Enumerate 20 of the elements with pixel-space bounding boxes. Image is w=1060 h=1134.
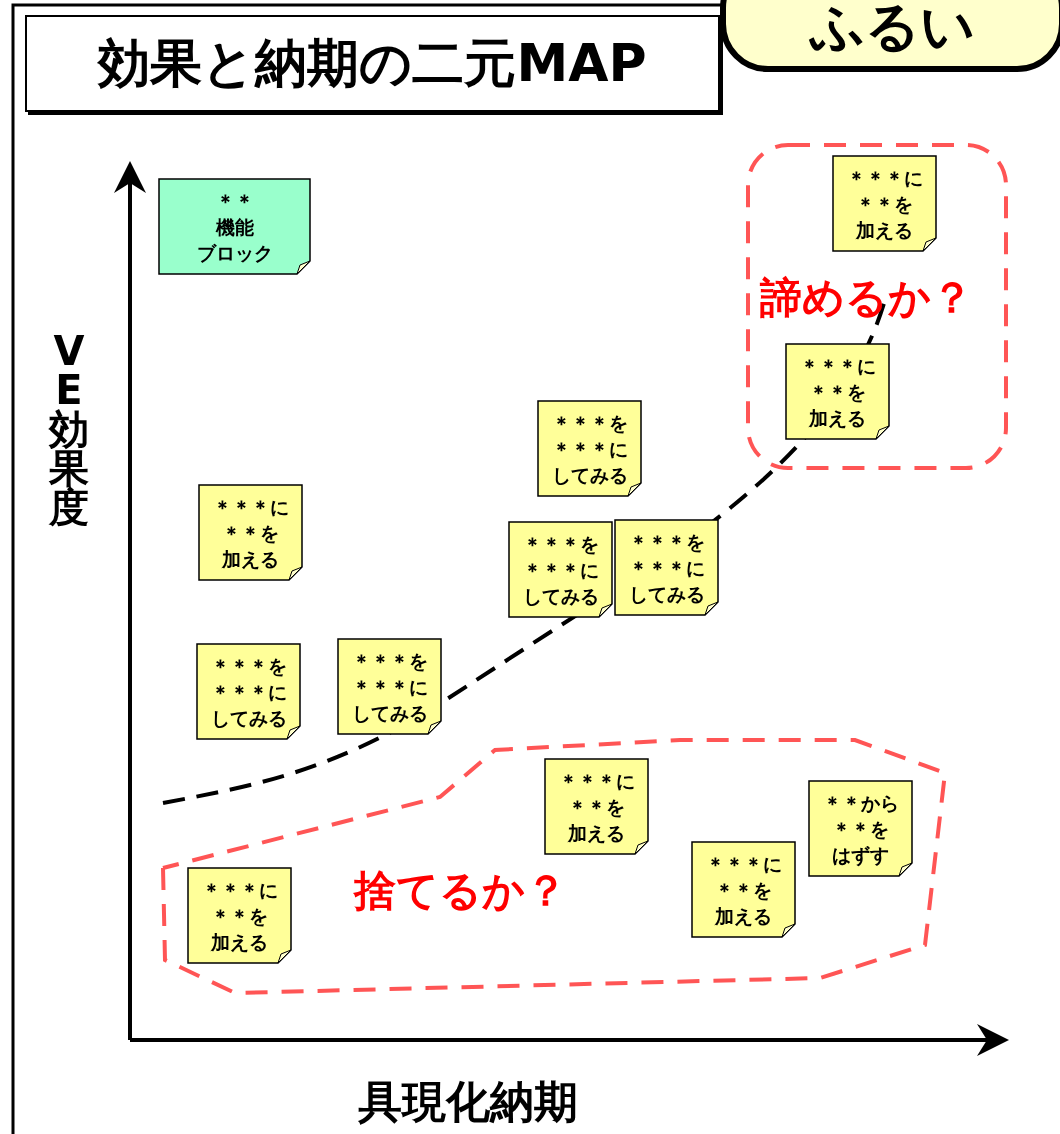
sticky-note: ＊＊＊を＊＊＊にしてみる [337,638,442,735]
sticky-note: ＊＊＊を＊＊＊にしてみる [614,519,719,616]
region-label: 捨てるか？ [354,870,567,912]
sticky-note: ＊＊＊に＊＊を加える [832,155,937,252]
sticky-note: ＊＊＊に＊＊を加える [785,343,890,440]
sticky-note: ＊＊＊を＊＊＊にしてみる [508,521,613,618]
region-label: 諦めるか？ [760,277,973,319]
sticky-note: ＊＊＊に＊＊を加える [691,841,796,938]
sticky-note: ＊＊＊を＊＊＊にしてみる [196,643,301,740]
title-box: 効果と納期の二元MAP [25,15,720,112]
sticky-note: ＊＊＊に＊＊を加える [544,758,649,855]
axis-label: VE効果度 [47,332,90,527]
rounded-label-box: ふるい [720,0,1060,72]
sticky-note: ＊＊＊に＊＊を加える [198,484,303,581]
axis-label: 具現化納期 [358,1080,578,1124]
sticky-note: ＊＊＊に＊＊を加える [187,867,292,964]
dashed-region [746,143,1008,470]
sticky-note: ＊＊機能ブロック [158,178,311,275]
sticky-note: ＊＊＊を＊＊＊にしてみる [537,400,642,497]
sticky-note: ＊＊から＊＊をはずす [808,780,913,877]
